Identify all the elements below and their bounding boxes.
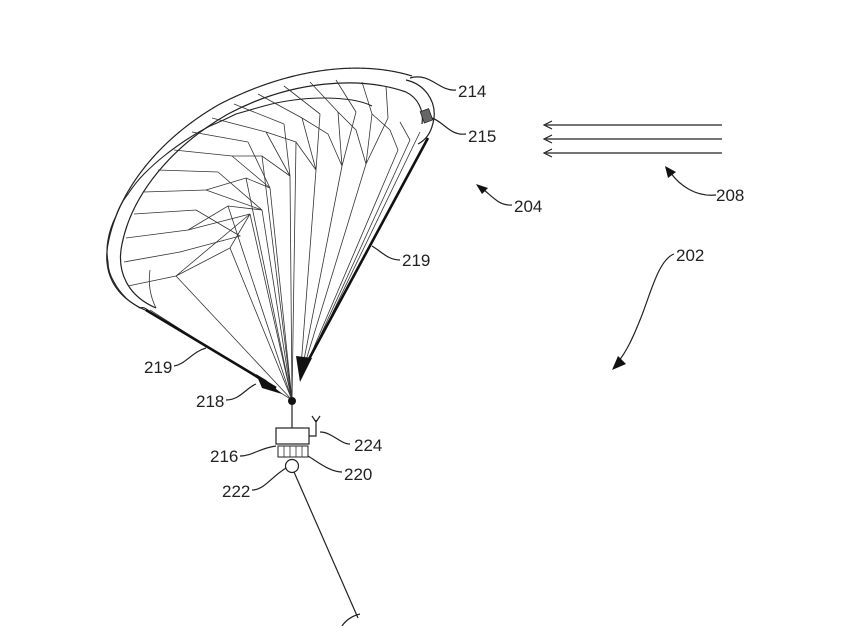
label-218: 218: [196, 392, 224, 411]
label-202: 202: [676, 246, 704, 265]
label-204: 204: [514, 197, 542, 216]
label-216: 216: [210, 447, 238, 466]
reference-labels: 214 215 204 208 202 219 219 218 224 216 …: [144, 82, 744, 501]
bridle-arrowhead-left: [256, 374, 282, 394]
control-line-left: [145, 308, 277, 390]
bridle-point-218: [288, 397, 296, 405]
suspension-line-web: [175, 111, 411, 277]
leader-lines: [173, 76, 717, 491]
label-224: 224: [354, 436, 382, 455]
bridle-lines: [149, 131, 421, 401]
antenna-224: [309, 415, 321, 437]
bridle-arrowhead-right: [296, 356, 312, 382]
label-219-left: 219: [144, 358, 172, 377]
label-220: 220: [344, 465, 372, 484]
label-215: 215: [468, 127, 496, 146]
wind-arrows: [542, 120, 722, 158]
canopy-outer-scallop: [106, 97, 373, 313]
sensor-215: [419, 108, 434, 124]
label-219-right: 219: [402, 251, 430, 270]
winch-220: [277, 445, 309, 458]
label-208: 208: [716, 186, 744, 205]
label-214: 214: [458, 82, 486, 101]
wing-canopy: [106, 67, 435, 405]
control-line-right: [300, 137, 430, 373]
tether-line: [293, 471, 359, 619]
canopy-ribs: [123, 79, 389, 309]
tether-assembly: [275, 405, 361, 626]
gimbal-222: [284, 458, 300, 474]
pod-216: [275, 427, 310, 445]
label-222: 222: [222, 482, 250, 501]
